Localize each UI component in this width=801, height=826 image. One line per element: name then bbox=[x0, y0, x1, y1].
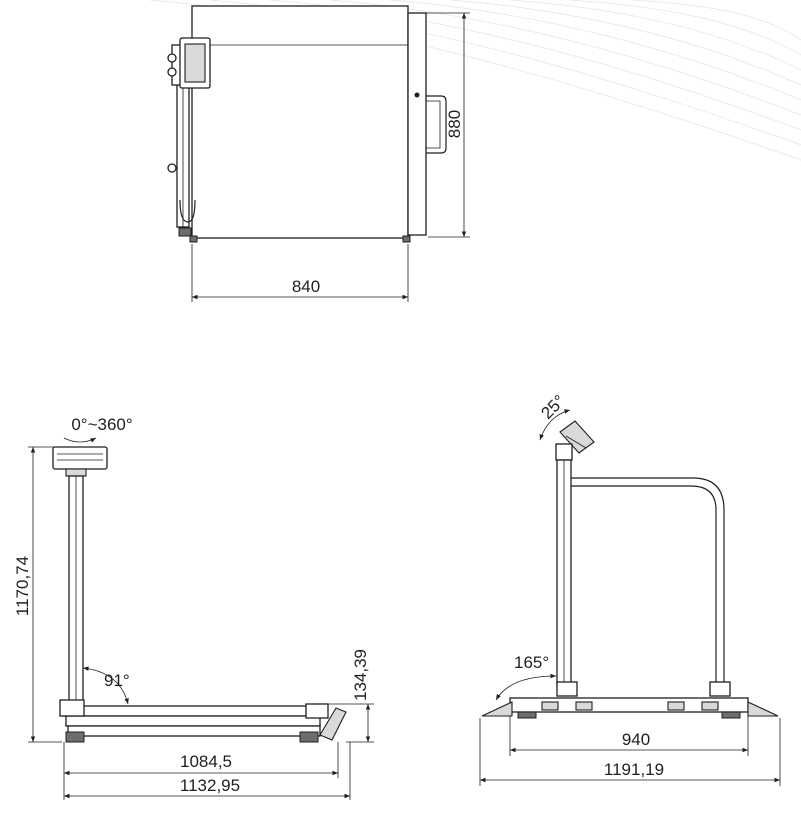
depth-dimension-label: 880 bbox=[445, 110, 464, 138]
overall-width-label: 1191,19 bbox=[604, 760, 664, 779]
side-view-platform-top bbox=[63, 705, 327, 717]
width-dimension-label: 840 bbox=[292, 277, 320, 296]
side-view-display bbox=[52, 446, 108, 470]
top-view-handle bbox=[426, 95, 447, 154]
platform-height-label: 134,39 bbox=[351, 649, 370, 701]
platform-width-label: 940 bbox=[622, 730, 650, 749]
platform-length-label: 1084,5 bbox=[180, 752, 232, 771]
front-view: 25° 165° 940 1191,19 bbox=[479, 391, 781, 786]
front-view-right-ramp bbox=[747, 701, 779, 717]
rotation-angle-label: 0°~360° bbox=[71, 415, 132, 434]
ramp-angle-label: 165° bbox=[514, 653, 549, 672]
top-view: 840 880 bbox=[167, 5, 470, 302]
height-dimension-label: 1170,74 bbox=[13, 556, 32, 616]
side-view-ramp bbox=[319, 707, 347, 741]
top-view-platform bbox=[191, 5, 409, 239]
overall-length-label: 1132,95 bbox=[180, 776, 240, 795]
front-view-display bbox=[559, 420, 595, 454]
tilt-angle-label: 91° bbox=[104, 671, 130, 690]
front-view-handrail bbox=[571, 477, 725, 690]
display-tilt-label: 25° bbox=[537, 391, 569, 423]
top-view-ramp bbox=[407, 12, 427, 236]
front-view-left-ramp bbox=[481, 701, 513, 717]
side-view: 0°~360° 91° 1170,74 134,39 bbox=[13, 415, 374, 800]
